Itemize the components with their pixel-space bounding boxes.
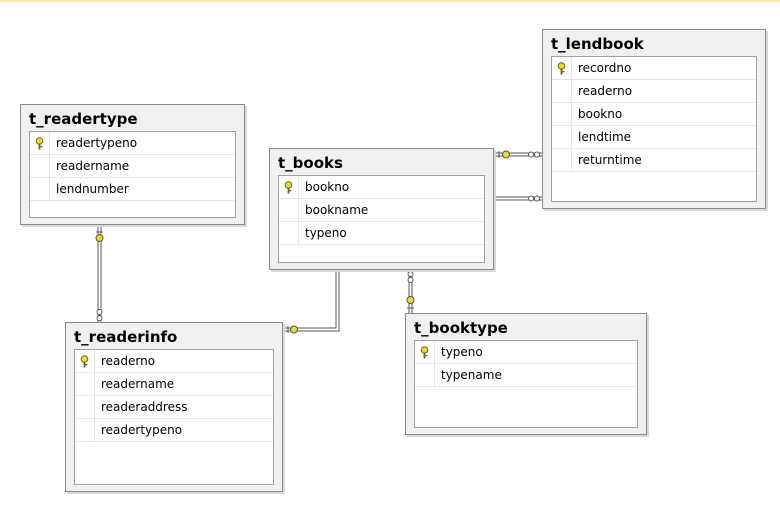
column-name: typename (441, 368, 502, 382)
column-name: bookno (305, 180, 350, 194)
infinity-end-icon (528, 195, 540, 202)
column-row[interactable]: readerno (75, 350, 273, 373)
row-selector (552, 126, 572, 148)
key-icon (35, 137, 44, 150)
column-row[interactable]: bookno (552, 103, 756, 126)
column-grid: bookno bookname typeno (278, 175, 485, 263)
column-name: returntime (578, 153, 642, 167)
key-icon (284, 181, 293, 194)
row-selector (279, 176, 299, 198)
table-title: t_lendbook (551, 35, 644, 53)
column-row[interactable]: readerno (552, 80, 756, 103)
column-row[interactable]: readeraddress (75, 396, 273, 419)
table-title: t_readertype (29, 110, 138, 128)
relationship-booktype-books[interactable] (406, 270, 415, 313)
key-end-icon (95, 231, 104, 242)
column-row[interactable]: typename (415, 364, 637, 387)
key-icon (420, 346, 429, 359)
column-name: bookname (305, 203, 369, 217)
relationship-readertype-readerinfo[interactable] (95, 226, 104, 322)
row-selector (552, 80, 572, 102)
column-row[interactable]: lendtime (552, 126, 756, 149)
infinity-end-icon (96, 309, 103, 321)
row-selector (75, 350, 95, 372)
key-icon (557, 62, 566, 75)
column-name: readertypeno (101, 423, 183, 437)
table-readerinfo[interactable]: t_readerinfo readerno readername readera… (65, 322, 283, 492)
column-row[interactable]: readername (30, 155, 235, 178)
column-name: readerno (578, 84, 633, 98)
table-lendbook[interactable]: t_lendbook recordno readerno bookno lend… (542, 29, 766, 209)
column-name: typeno (305, 226, 347, 240)
column-name: readerno (101, 354, 156, 368)
table-readertype[interactable]: t_readertype readertypeno readername len… (20, 104, 245, 225)
column-name: readeraddress (101, 400, 188, 414)
row-selector (415, 364, 435, 386)
column-grid: readertypeno readername lendnumber (29, 131, 236, 218)
row-selector (30, 132, 50, 154)
column-row[interactable]: bookname (279, 199, 484, 222)
column-row[interactable]: typeno (415, 341, 637, 364)
column-grid: recordno readerno bookno lendtime return… (551, 56, 757, 202)
column-row[interactable]: readertypeno (75, 419, 273, 442)
top-highlight-line (0, 0, 780, 2)
column-grid: readerno readername readeraddress reader… (74, 349, 274, 485)
key-icon (80, 355, 89, 368)
relationship-books-lendbook-2[interactable] (494, 195, 542, 202)
column-row[interactable]: readername (75, 373, 273, 396)
relationship-books-lendbook-1[interactable] (494, 150, 542, 159)
column-name: readername (56, 159, 130, 173)
key-end-icon (498, 150, 510, 159)
column-name: bookno (578, 107, 623, 121)
column-name: readertypeno (56, 136, 138, 150)
row-selector (552, 103, 572, 125)
infinity-end-icon (528, 151, 540, 158)
column-name: recordno (578, 61, 632, 75)
column-name: lendtime (578, 130, 632, 144)
column-name: readername (101, 377, 175, 391)
table-title: t_readerinfo (74, 328, 178, 346)
row-selector (30, 155, 50, 177)
table-books[interactable]: t_books bookno bookname typeno (269, 148, 494, 270)
key-end-icon (287, 325, 298, 334)
column-row[interactable]: lendnumber (30, 178, 235, 201)
column-row[interactable]: recordno (552, 57, 756, 80)
column-grid: typeno typename (414, 340, 638, 428)
column-row[interactable]: returntime (552, 149, 756, 172)
table-booktype[interactable]: t_booktype typeno typename (405, 313, 647, 435)
table-title: t_booktype (414, 319, 508, 337)
column-name: typeno (441, 345, 483, 359)
row-selector (75, 419, 95, 441)
row-selector (30, 178, 50, 200)
column-row[interactable]: typeno (279, 222, 484, 245)
column-name: lendnumber (56, 182, 129, 196)
table-title: t_books (278, 154, 343, 172)
row-selector (279, 199, 299, 221)
row-selector (552, 57, 572, 79)
relationship-books-readerinfo[interactable] (283, 270, 340, 334)
column-row[interactable]: readertypeno (30, 132, 235, 155)
row-selector (552, 149, 572, 171)
row-selector (75, 373, 95, 395)
infinity-end-icon (407, 271, 414, 283)
key-end-icon (406, 296, 415, 309)
column-row[interactable]: bookno (279, 176, 484, 199)
row-selector (75, 396, 95, 418)
row-selector (279, 222, 299, 244)
row-selector (415, 341, 435, 363)
